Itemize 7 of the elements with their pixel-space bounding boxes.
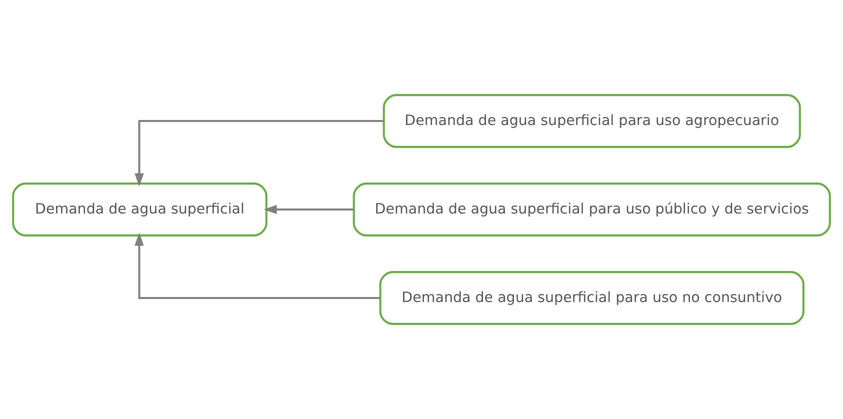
- node-box: Demanda de agua superficial para uso agropecuario: [382, 94, 801, 148]
- arrow: [264, 204, 354, 214]
- node-box: Demanda de agua superficial: [12, 182, 268, 236]
- arrow: [134, 120, 384, 186]
- arrow: [134, 232, 380, 300]
- node-box: Demanda de agua superficial para uso no consuntivo: [379, 271, 804, 325]
- node-box: Demanda de agua superficial para uso público y de servicios: [352, 182, 831, 236]
